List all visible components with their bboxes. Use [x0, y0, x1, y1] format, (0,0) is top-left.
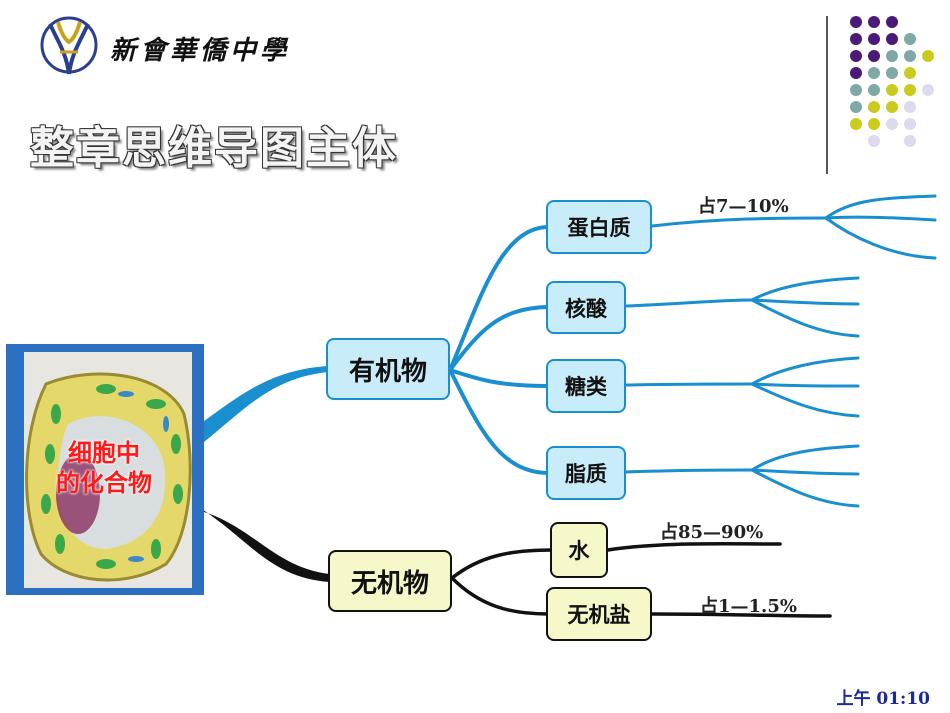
node-nucleic-acid: 核酸: [546, 281, 626, 334]
line-salt-out: [650, 612, 832, 618]
page-title: 整章思维导图主体: [30, 123, 398, 174]
line-protein-out: [650, 216, 828, 228]
branch-organic-protein: [448, 225, 550, 372]
cell-caption-line1: 细胞中: [68, 439, 140, 467]
water-percentage-label: 占85—90%: [660, 522, 764, 543]
node-organic: 有机物: [326, 338, 450, 400]
node-protein: 蛋白质: [546, 200, 652, 254]
branch-cell-organic: [200, 366, 328, 442]
node-inorganic: 无机物: [328, 550, 452, 612]
decorative-dot-grid: [850, 16, 934, 147]
protein-percentage-label: 占7—10%: [698, 196, 789, 217]
line-water-out: [606, 542, 782, 552]
node-inorganic-salt: 无机盐: [546, 587, 652, 641]
node-sugar: 糖类: [546, 359, 626, 413]
vertical-divider: [826, 16, 828, 174]
branch-organic-lipid: [448, 368, 550, 475]
cell-caption: 细胞中 的化合物: [24, 438, 184, 498]
salt-percentage-label: 占1—1.5%: [700, 596, 797, 617]
line-sugar-out: [624, 382, 754, 387]
plant-cell-image: [6, 344, 204, 595]
branch-cell-inorganic: [200, 508, 330, 582]
school-logo: [40, 16, 98, 75]
school-name: 新會華僑中學: [110, 36, 291, 66]
cell-caption-line2: 的化合物: [56, 469, 152, 497]
branch-organic-sugar: [448, 368, 550, 388]
line-lipid-out: [624, 468, 754, 474]
node-water: 水: [550, 522, 608, 578]
node-lipid: 脂质: [546, 446, 626, 500]
branch-organic-nucleic: [448, 305, 550, 372]
clock-time: 上午 01:10: [836, 689, 930, 709]
branch-inorganic-salt: [450, 576, 550, 616]
line-nucleic-out: [624, 298, 754, 308]
branch-inorganic-water: [450, 548, 554, 580]
